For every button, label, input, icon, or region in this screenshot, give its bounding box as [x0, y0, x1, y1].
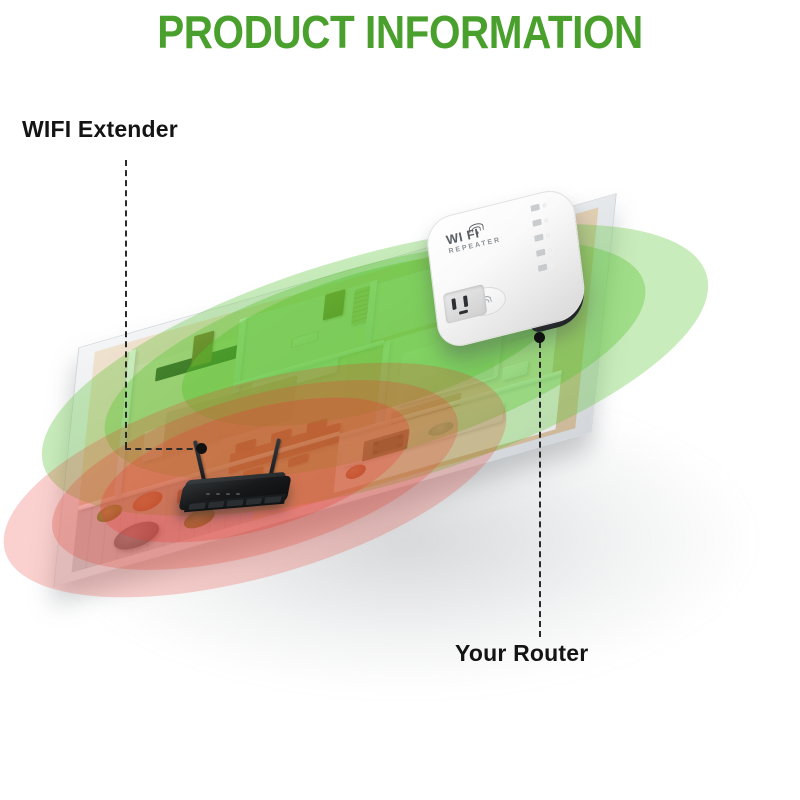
repeater-led: [544, 217, 549, 223]
router-device: [176, 438, 294, 513]
scene: WI FI REPEATER: [0, 60, 800, 760]
repeater-led: [547, 247, 553, 253]
repeater-led-row: [536, 247, 553, 257]
repeater-led: [549, 262, 554, 268]
repeater-led-panel: [513, 200, 556, 286]
repeater-led-row: [534, 232, 551, 242]
router-led: [206, 493, 210, 495]
router-port: [226, 499, 244, 507]
stove-burner: [396, 442, 402, 448]
router-port: [188, 502, 206, 510]
router-port: [245, 497, 263, 506]
router-port: [264, 496, 282, 504]
leader-line-extender-vertical: [125, 160, 127, 448]
leader-line-extender-horizontal: [125, 448, 203, 450]
leader-dot-router: [196, 443, 207, 454]
leader-dot-repeater: [534, 332, 545, 343]
callout-label-wifi-extender: WIFI Extender: [22, 116, 178, 142]
leader-line-router-vertical: [539, 342, 541, 637]
socket-slot: [451, 298, 457, 311]
led-label-icon: [534, 233, 544, 242]
repeater-led-row: [532, 217, 549, 227]
stove-burner: [373, 449, 379, 455]
led-label-icon: [530, 203, 540, 212]
router-led: [216, 493, 220, 495]
socket-slot: [458, 309, 469, 315]
led-label-icon: [537, 263, 548, 272]
repeater-led: [542, 202, 547, 208]
repeater-device: WI FI REPEATER: [424, 184, 592, 355]
callout-label-your-router: Your Router: [455, 640, 589, 666]
repeater-led: [545, 232, 551, 238]
repeater-led-row: [530, 202, 547, 212]
repeater-led-row: [537, 262, 554, 272]
led-label-icon: [532, 218, 542, 227]
stove-burner: [397, 434, 403, 439]
wifi-icon-dot: [475, 231, 479, 235]
stove-burner: [374, 440, 380, 446]
floorplan-isometric: [0, 60, 800, 720]
led-label-icon: [536, 248, 546, 257]
router-port: [207, 500, 225, 509]
router-led: [226, 493, 230, 495]
socket-slot: [463, 295, 469, 308]
router-led: [236, 493, 240, 495]
page-title: PRODUCT INFORMATION: [157, 6, 643, 58]
